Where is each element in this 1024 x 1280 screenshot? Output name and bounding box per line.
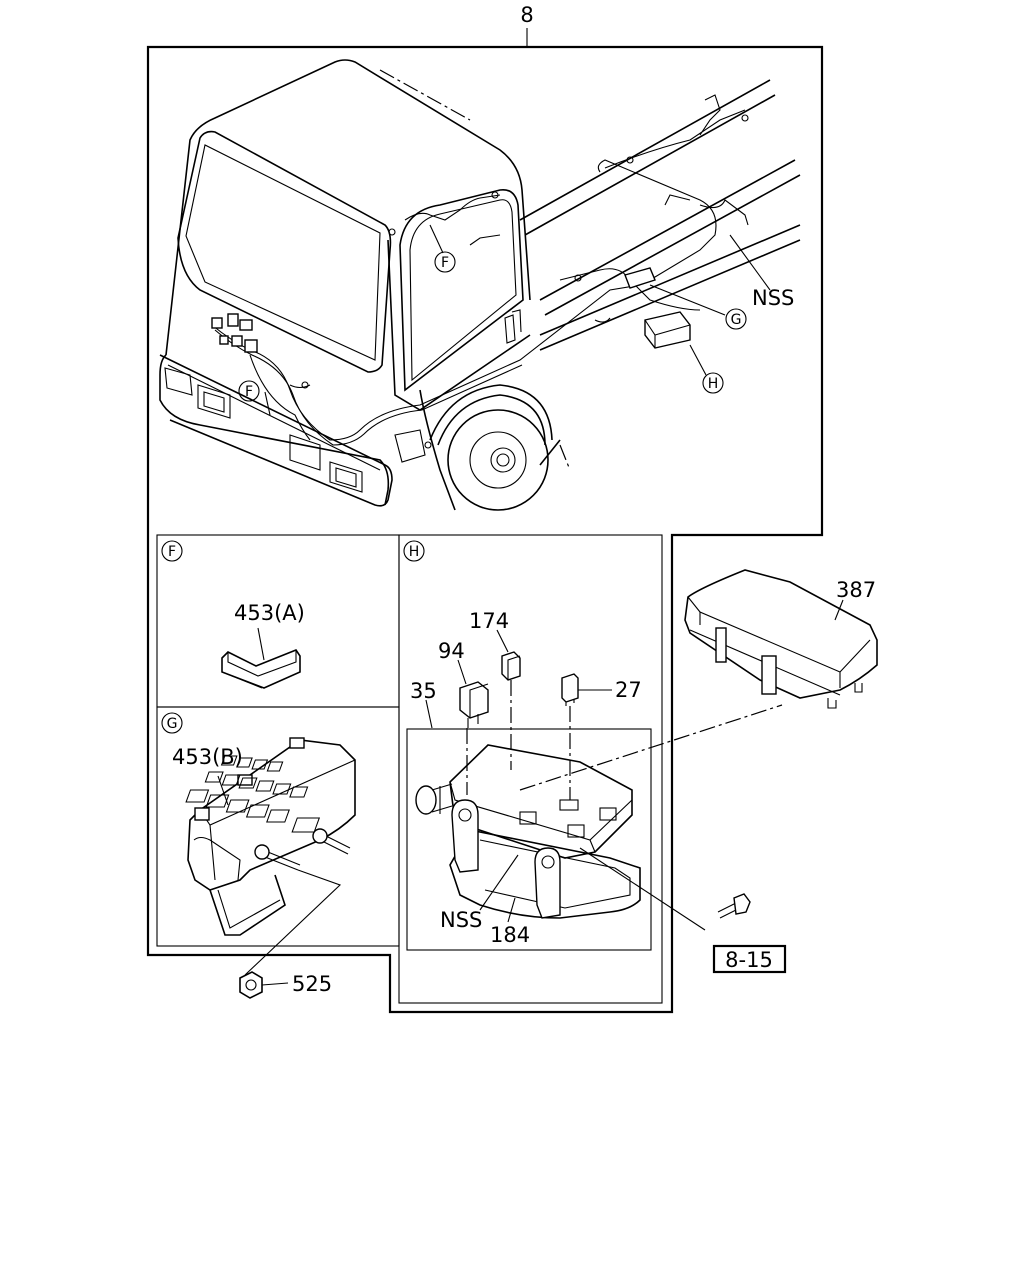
marker-f-front-label: F xyxy=(245,384,253,400)
callout-453a: 453(A) xyxy=(234,601,305,625)
marker-h-detail: H xyxy=(403,540,425,562)
detail-frame-h xyxy=(398,534,663,1004)
callout-35: 35 xyxy=(410,679,437,703)
ref-box-8-15 xyxy=(712,944,787,974)
marker-h-main-label: H xyxy=(708,376,719,392)
part-453b xyxy=(187,737,356,976)
nut-525 xyxy=(239,971,289,999)
cover-387 xyxy=(684,569,878,709)
main-frame xyxy=(146,28,824,1014)
marker-g-detail: G xyxy=(161,712,183,734)
marker-h-detail-label: H xyxy=(409,544,420,560)
marker-f-detail-label: F xyxy=(168,544,176,560)
marker-f-cab: F xyxy=(434,251,456,273)
callout-525: 525 xyxy=(292,972,332,996)
callout-387: 387 xyxy=(836,578,876,602)
callout-nss-box: NSS xyxy=(440,908,482,932)
marker-g-detail-label: G xyxy=(167,716,178,732)
marker-g-main: G xyxy=(725,308,747,330)
marker-g-main-label: G xyxy=(731,312,742,328)
callout-27: 27 xyxy=(615,678,642,702)
marker-f-detail: F xyxy=(161,540,183,562)
marker-f-front: F xyxy=(238,380,260,402)
callout-174: 174 xyxy=(469,609,509,633)
main-leaders xyxy=(264,224,771,416)
part-453a xyxy=(221,627,301,689)
fuse-box-35 xyxy=(185,629,783,931)
marker-h-main: H xyxy=(702,372,724,394)
marker-f-cab-label: F xyxy=(441,255,449,271)
callout-8: 8 xyxy=(520,3,533,27)
bolt-8-15 xyxy=(712,893,787,974)
callout-8-15: 8-15 xyxy=(725,948,773,972)
fuse-cells xyxy=(185,755,617,838)
callout-94: 94 xyxy=(438,639,465,663)
callout-nss-main: NSS xyxy=(752,286,794,310)
callout-184: 184 xyxy=(490,923,530,947)
callout-453b: 453(B) xyxy=(172,745,243,769)
truck-illustration xyxy=(159,59,801,511)
